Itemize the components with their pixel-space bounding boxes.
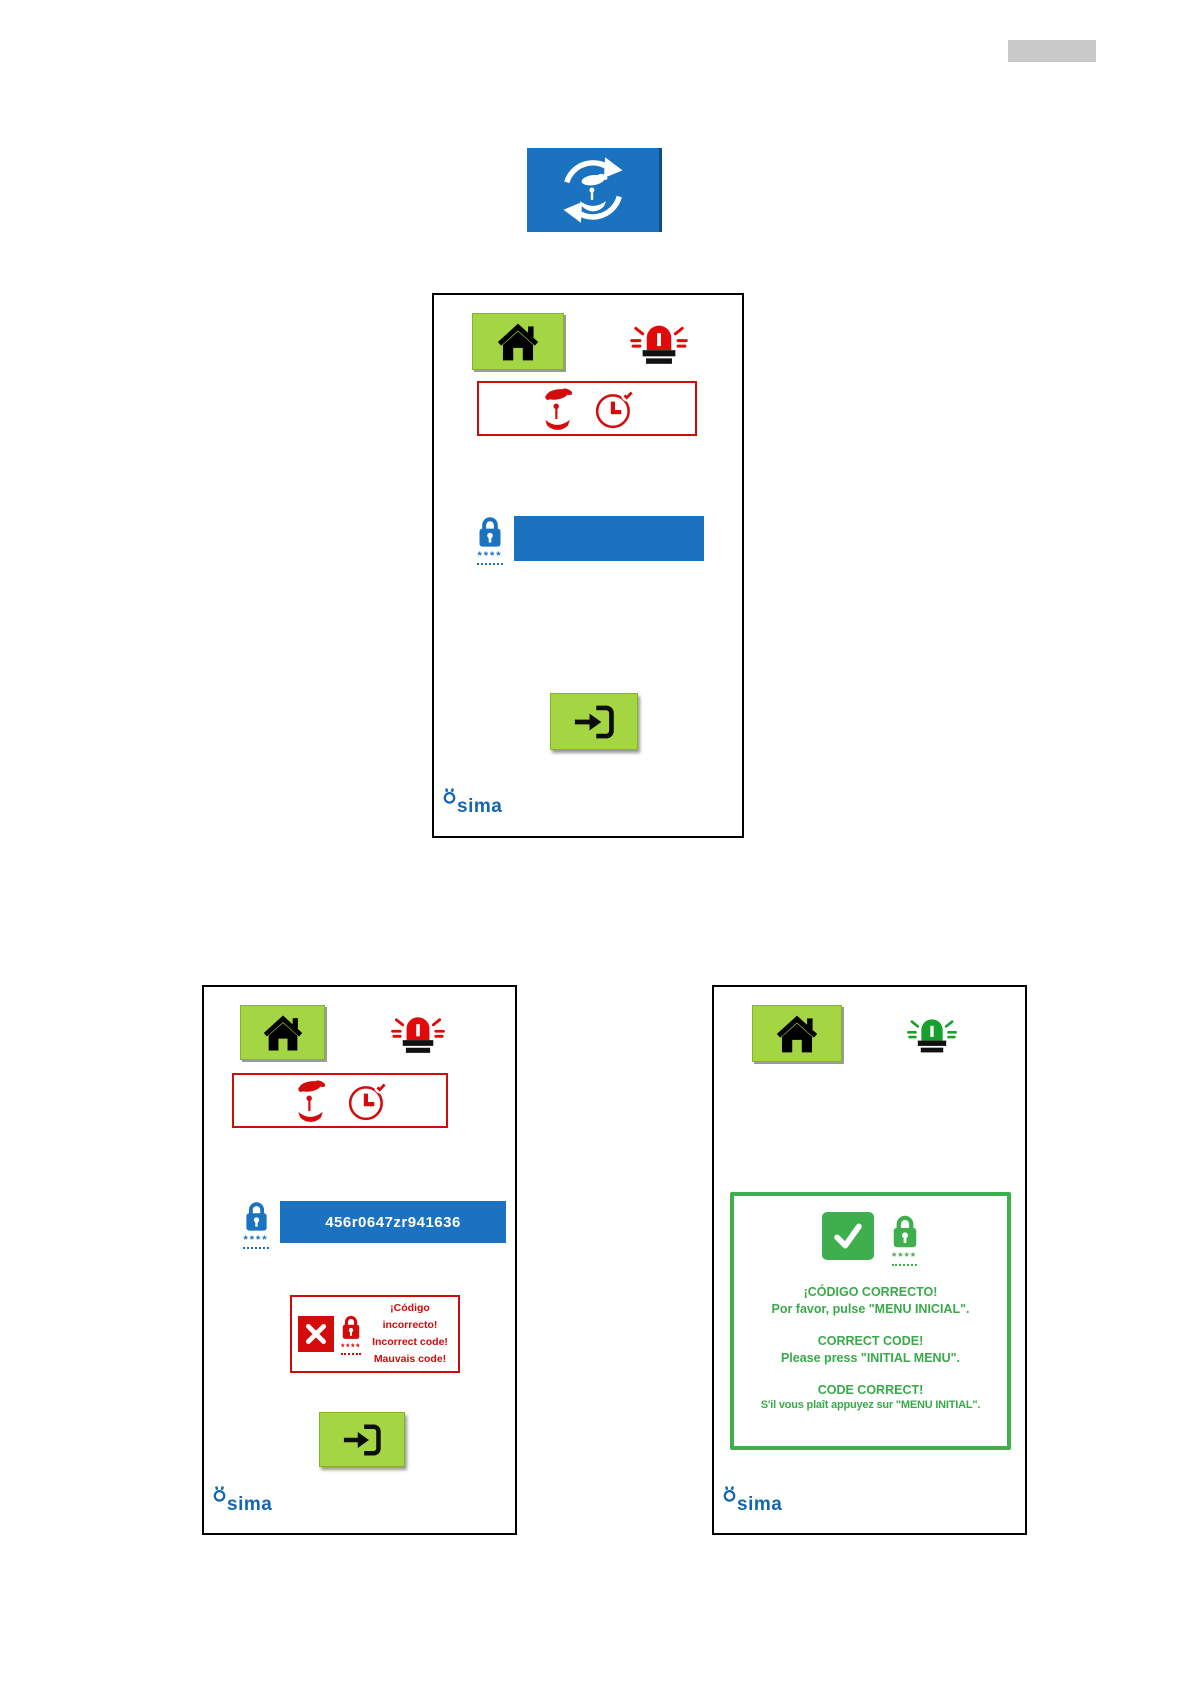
screen-code-entry: **** sima: [432, 293, 744, 838]
password-mask: ****: [891, 1252, 918, 1266]
sima-gear-icon: [443, 788, 456, 804]
sima-logo-text: sima: [737, 1494, 783, 1515]
success-line-en-2: Please press "INITIAL MENU".: [780, 1350, 961, 1365]
rotate-hands-tool-icon: [563, 157, 623, 223]
correct-code-message-box: **** ¡CÓDIGO CORRECTO! Por favor, pulse …: [730, 1192, 1011, 1450]
x-cross-icon: [298, 1316, 334, 1352]
padlock-icon: [245, 1202, 267, 1231]
error-line-fr: Mauvais code!: [373, 1352, 447, 1365]
incorrect-code-message-box: **** ¡Código incorrecto! Incorrect code!…: [290, 1295, 460, 1373]
code-input-field[interactable]: [514, 516, 704, 561]
screen-code-incorrect: **** 456r0647zr941636 ****: [202, 985, 517, 1535]
siren-red-icon: [630, 325, 688, 364]
sima-gear-icon: [213, 1486, 226, 1502]
sima-logo-text: sima: [227, 1494, 273, 1515]
screen-code-correct: **** ¡CÓDIGO CORRECTO! Por favor, pulse …: [712, 985, 1027, 1535]
error-line-es: ¡Código incorrecto!: [382, 1302, 438, 1332]
sima-logo: sima: [721, 1485, 782, 1514]
password-mask: ****: [477, 551, 503, 565]
code-input-field[interactable]: 456r0647zr941636: [280, 1201, 506, 1243]
enter-button[interactable]: [550, 693, 638, 750]
siren-red-icon: [391, 1017, 445, 1053]
error-message: ¡Código incorrecto! Incorrect code! Mauv…: [368, 1300, 452, 1367]
password-mask: ****: [243, 1235, 269, 1249]
success-line-es-1: ¡CÓDIGO CORRECTO!: [803, 1285, 938, 1299]
alarm-active-indicator: [390, 1009, 446, 1061]
siren-green-icon: [907, 1019, 957, 1053]
home-icon: [776, 1015, 818, 1052]
redacted-header-bar: [1008, 40, 1096, 62]
clock-check-icon: [595, 388, 634, 428]
hand-tool-icon: [545, 387, 573, 430]
alarm-ok-indicator: [906, 1011, 958, 1061]
padlock-icon: [342, 1315, 360, 1339]
success-line-en-1: CORRECT CODE!: [817, 1333, 924, 1348]
check-mark-icon: [821, 1212, 874, 1260]
password-lock: ****: [238, 1199, 274, 1249]
padlock-icon: [479, 517, 501, 547]
home-button[interactable]: [752, 1005, 842, 1062]
padlock-icon: [893, 1215, 916, 1248]
password-lock: ****: [890, 1212, 920, 1266]
success-line-es-2: Por favor, pulse "MENU INICIAL".: [771, 1301, 970, 1316]
maintenance-timer-alert-box: [477, 381, 697, 436]
password-lock: ****: [340, 1313, 362, 1355]
password-lock: ****: [472, 514, 508, 565]
success-line-fr-1: CODE CORRECT!: [817, 1382, 924, 1397]
sima-logo-text: sima: [457, 796, 503, 817]
hand-tool-icon: [298, 1079, 326, 1122]
clock-check-icon: [348, 1080, 387, 1120]
enter-button[interactable]: [319, 1412, 405, 1467]
enter-arrow-icon: [574, 705, 614, 738]
alarm-active-indicator: [629, 317, 689, 372]
sima-logo: sima: [441, 787, 502, 816]
error-line-en: Incorrect code!: [372, 1336, 448, 1348]
home-icon: [497, 323, 539, 360]
success-message: ¡CÓDIGO CORRECTO! Por favor, pulse "MENU…: [734, 1284, 1007, 1413]
home-button[interactable]: [472, 313, 564, 370]
home-icon: [263, 1015, 302, 1050]
home-button[interactable]: [240, 1005, 325, 1060]
success-line-fr-2: S'il vous plaît appuyez sur "MENU INITIA…: [760, 1399, 981, 1412]
sima-logo: sima: [211, 1485, 272, 1514]
tool-rotation-button[interactable]: [527, 148, 659, 232]
code-value: 456r0647zr941636: [325, 1213, 461, 1231]
enter-arrow-icon: [343, 1423, 381, 1456]
maintenance-timer-alert-box: [232, 1073, 448, 1128]
sima-gear-icon: [723, 1486, 736, 1502]
password-mask: ****: [340, 1343, 361, 1355]
